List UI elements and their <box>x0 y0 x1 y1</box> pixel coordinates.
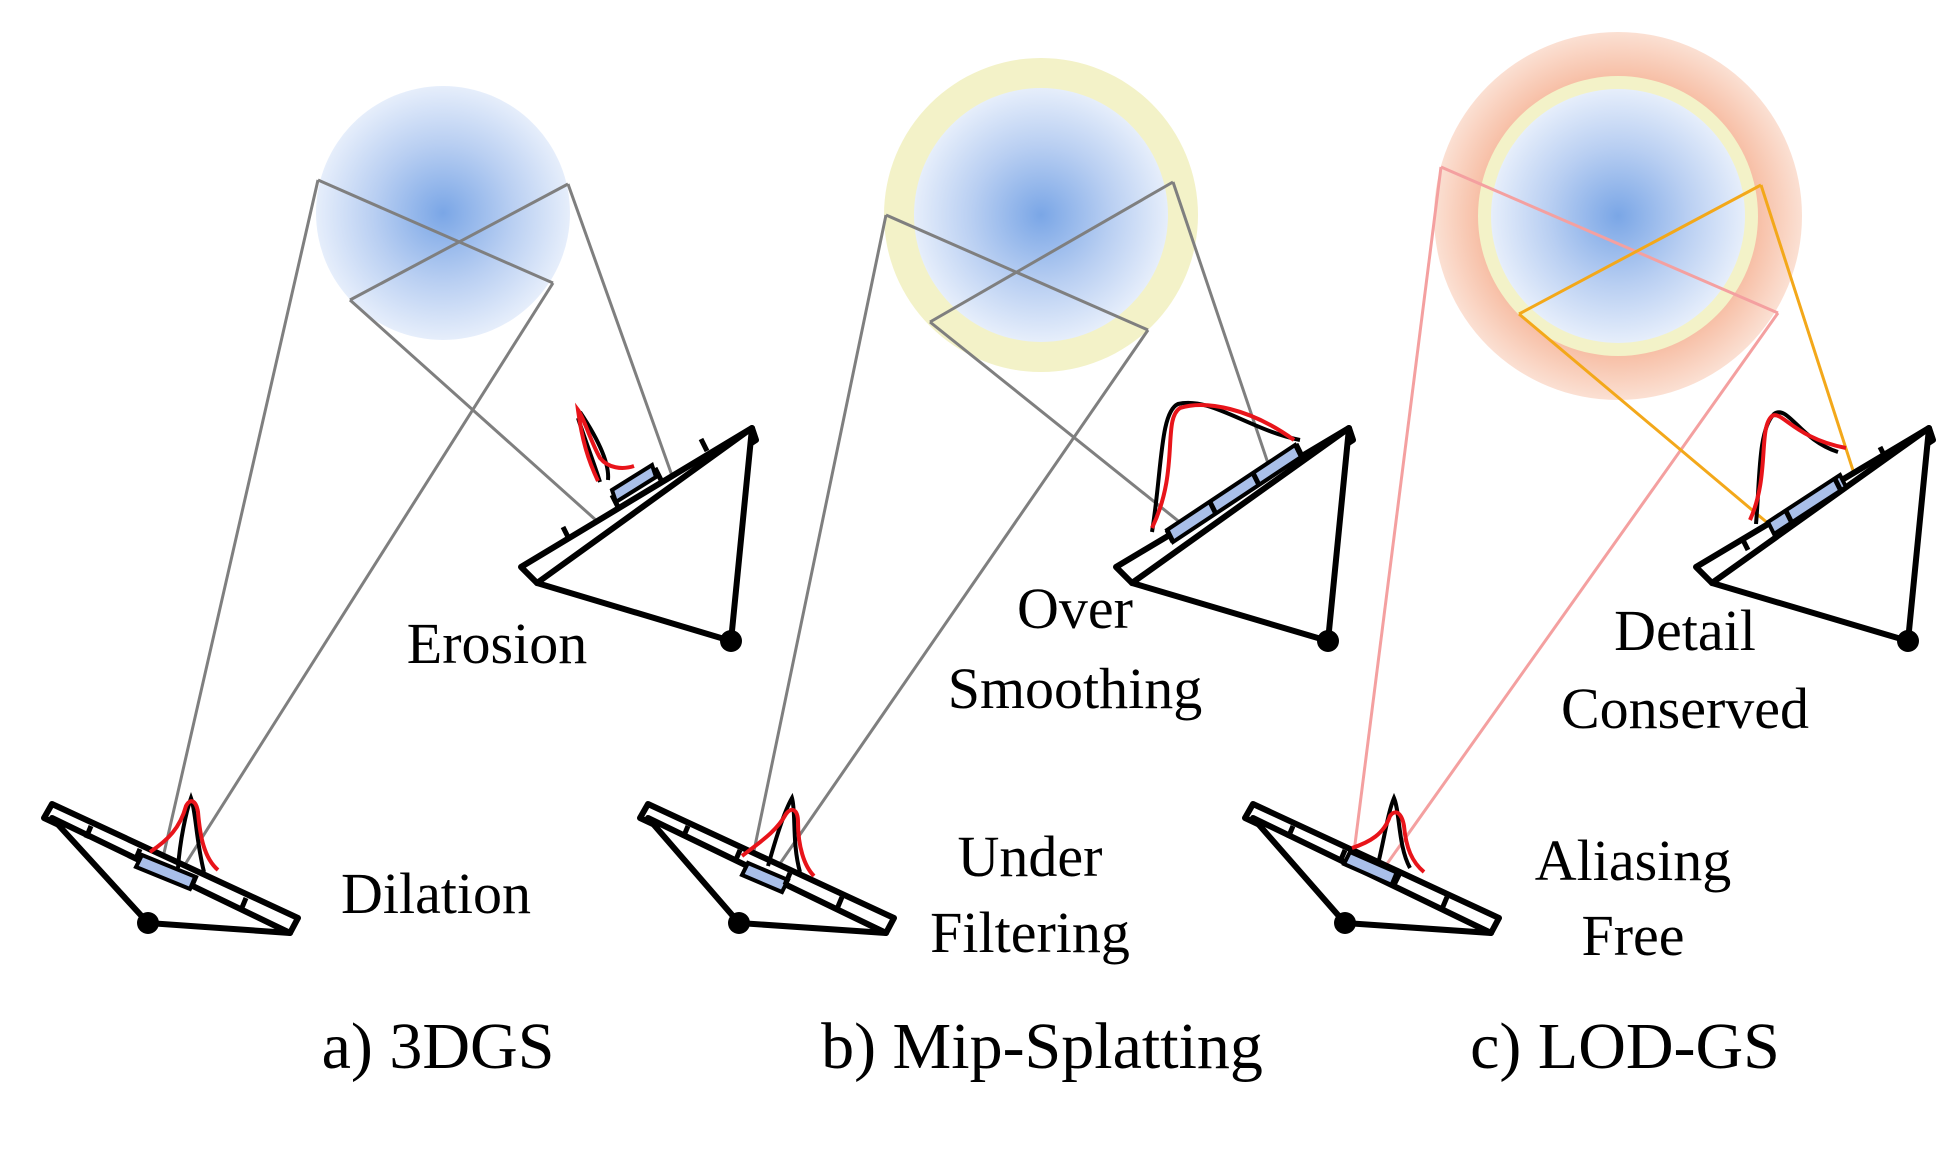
camera-center-dot <box>1334 912 1356 934</box>
panel-lod-gs: Detail Conserved Aliasing Free c) LOD-GS <box>1242 32 1936 1083</box>
near-camera-label: Aliasing <box>1535 828 1732 893</box>
near-camera <box>1242 792 1502 936</box>
far-camera <box>518 402 759 652</box>
camera-center-dot <box>720 630 742 652</box>
near-camera-label: Free <box>1581 903 1684 968</box>
camera-center-dot <box>1897 630 1919 652</box>
far-camera-label: Erosion <box>407 611 587 676</box>
gaussian-ellipse <box>914 88 1168 342</box>
gaussian-ellipse <box>316 86 570 340</box>
camera-center-dot <box>1317 630 1339 652</box>
near-camera <box>41 792 301 936</box>
panel-caption: c) LOD-GS <box>1470 1010 1780 1083</box>
near-camera-label: Under <box>958 824 1103 889</box>
far-camera <box>1113 400 1356 652</box>
camera-center-dot <box>137 912 159 934</box>
panel-3dgs: Erosion Dilation a) 3DGS <box>41 86 759 1083</box>
far-camera <box>1693 410 1936 652</box>
gaussian-ellipse <box>1491 89 1745 343</box>
near-camera <box>637 792 897 936</box>
far-camera-label: Detail <box>1614 598 1756 663</box>
far-camera-label: Over <box>1017 576 1133 641</box>
panel-caption: a) 3DGS <box>322 1010 555 1083</box>
near-camera-label: Dilation <box>341 861 531 926</box>
panel-caption: b) Mip-Splatting <box>821 1010 1263 1083</box>
camera-center-dot <box>728 912 750 934</box>
far-camera-label: Conserved <box>1561 676 1809 741</box>
near-camera-label: Filtering <box>930 900 1130 965</box>
panel-mip-splatting: Over Smoothing Under Filtering b) Mip-Sp… <box>637 58 1356 1083</box>
far-camera-label: Smoothing <box>948 656 1203 721</box>
near-camera-rays <box>1343 165 1780 924</box>
